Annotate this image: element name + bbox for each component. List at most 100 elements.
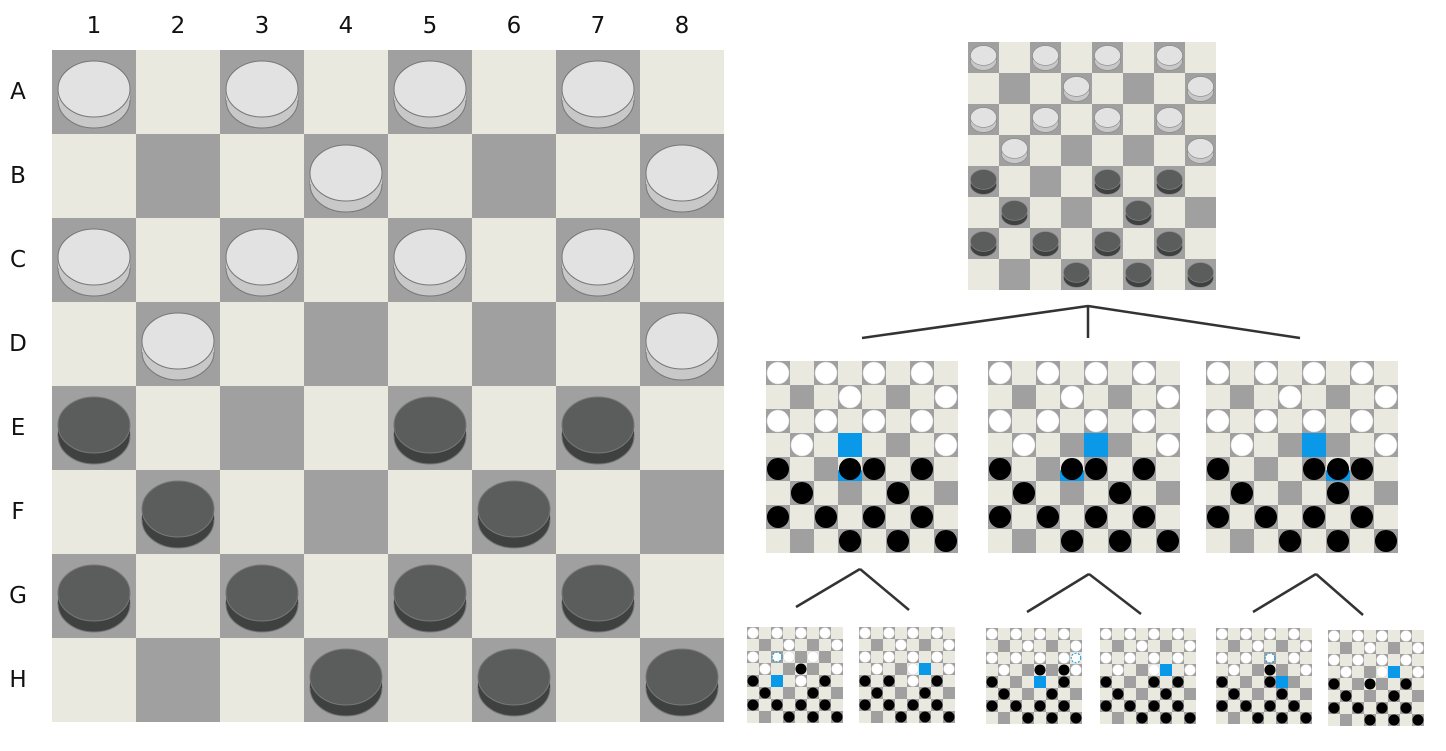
black-piece	[988, 457, 1012, 481]
white-piece	[1376, 666, 1388, 678]
square	[1022, 676, 1034, 688]
white-piece	[1148, 664, 1160, 676]
dark-square	[136, 638, 220, 722]
row-label: D	[9, 331, 27, 357]
square	[1412, 702, 1424, 714]
square	[1216, 688, 1228, 700]
white-piece	[1240, 628, 1252, 640]
square	[1228, 700, 1240, 712]
square	[747, 687, 759, 699]
square	[1288, 688, 1300, 700]
square	[968, 197, 999, 228]
square	[1123, 73, 1154, 104]
white-piece	[907, 651, 919, 663]
square	[1216, 664, 1228, 676]
move-target-highlight	[1276, 676, 1288, 688]
square	[1061, 135, 1092, 166]
square	[910, 529, 934, 553]
square	[1100, 664, 1112, 676]
square	[759, 675, 771, 687]
square	[1278, 505, 1302, 529]
square	[1010, 664, 1022, 676]
black-piece	[1278, 529, 1302, 553]
square	[747, 711, 759, 723]
black-piece	[1376, 702, 1388, 714]
black-piece	[807, 687, 819, 699]
black-piece	[1132, 505, 1156, 529]
square	[1160, 640, 1172, 652]
black-piece	[1400, 702, 1412, 714]
square	[1123, 135, 1154, 166]
square	[838, 505, 862, 529]
square	[934, 505, 958, 529]
black-piece	[1264, 664, 1276, 676]
white-piece	[1058, 652, 1070, 664]
square	[1022, 628, 1034, 640]
black-piece	[1288, 700, 1300, 712]
square	[1136, 628, 1148, 640]
square	[1276, 640, 1288, 652]
move-target-highlight	[1388, 666, 1400, 678]
white-piece	[883, 627, 895, 639]
square	[1058, 688, 1070, 700]
piece-top	[1156, 169, 1183, 190]
white-piece	[1352, 654, 1364, 666]
white-checker-piece	[393, 228, 467, 297]
white-piece	[883, 651, 895, 663]
square	[1388, 702, 1400, 714]
square	[1240, 664, 1252, 676]
square	[783, 699, 795, 711]
square	[886, 433, 910, 457]
white-piece	[838, 385, 862, 409]
square	[831, 687, 843, 699]
tree-connector	[1087, 304, 1301, 340]
black-piece	[1350, 505, 1374, 529]
square	[1264, 712, 1276, 724]
square	[1240, 640, 1252, 652]
square	[919, 639, 931, 651]
square	[1264, 688, 1276, 700]
white-piece	[1328, 630, 1340, 642]
white-checker-piece	[393, 60, 467, 129]
square	[1228, 652, 1240, 664]
square	[1012, 457, 1036, 481]
square	[1206, 481, 1230, 505]
piece-top	[393, 396, 467, 454]
black-piece	[1172, 676, 1184, 688]
black-piece	[883, 699, 895, 711]
square	[1300, 628, 1312, 640]
white-checker-piece	[1156, 107, 1183, 133]
white-piece	[934, 433, 958, 457]
square	[1350, 481, 1374, 505]
square	[1184, 652, 1196, 664]
square	[1254, 385, 1278, 409]
square	[1112, 676, 1124, 688]
square	[1060, 481, 1084, 505]
black-piece	[1364, 678, 1376, 690]
square	[1148, 688, 1160, 700]
white-checker-piece	[970, 45, 997, 71]
square	[1350, 529, 1374, 553]
square	[1061, 228, 1092, 259]
square	[986, 640, 998, 652]
white-piece	[1228, 664, 1240, 676]
white-piece	[1136, 640, 1148, 652]
square	[1112, 700, 1124, 712]
square	[1340, 714, 1352, 726]
square	[1092, 259, 1123, 290]
black-piece	[1206, 457, 1230, 481]
black-piece	[1070, 712, 1082, 724]
black-piece	[1374, 529, 1398, 553]
square	[1276, 652, 1288, 664]
square	[943, 699, 955, 711]
square	[907, 639, 919, 651]
square	[862, 481, 886, 505]
black-piece	[1276, 712, 1288, 724]
square	[999, 42, 1030, 73]
square	[1185, 228, 1216, 259]
square	[1302, 481, 1326, 505]
square	[795, 651, 807, 663]
square	[919, 651, 931, 663]
square	[1136, 652, 1148, 664]
